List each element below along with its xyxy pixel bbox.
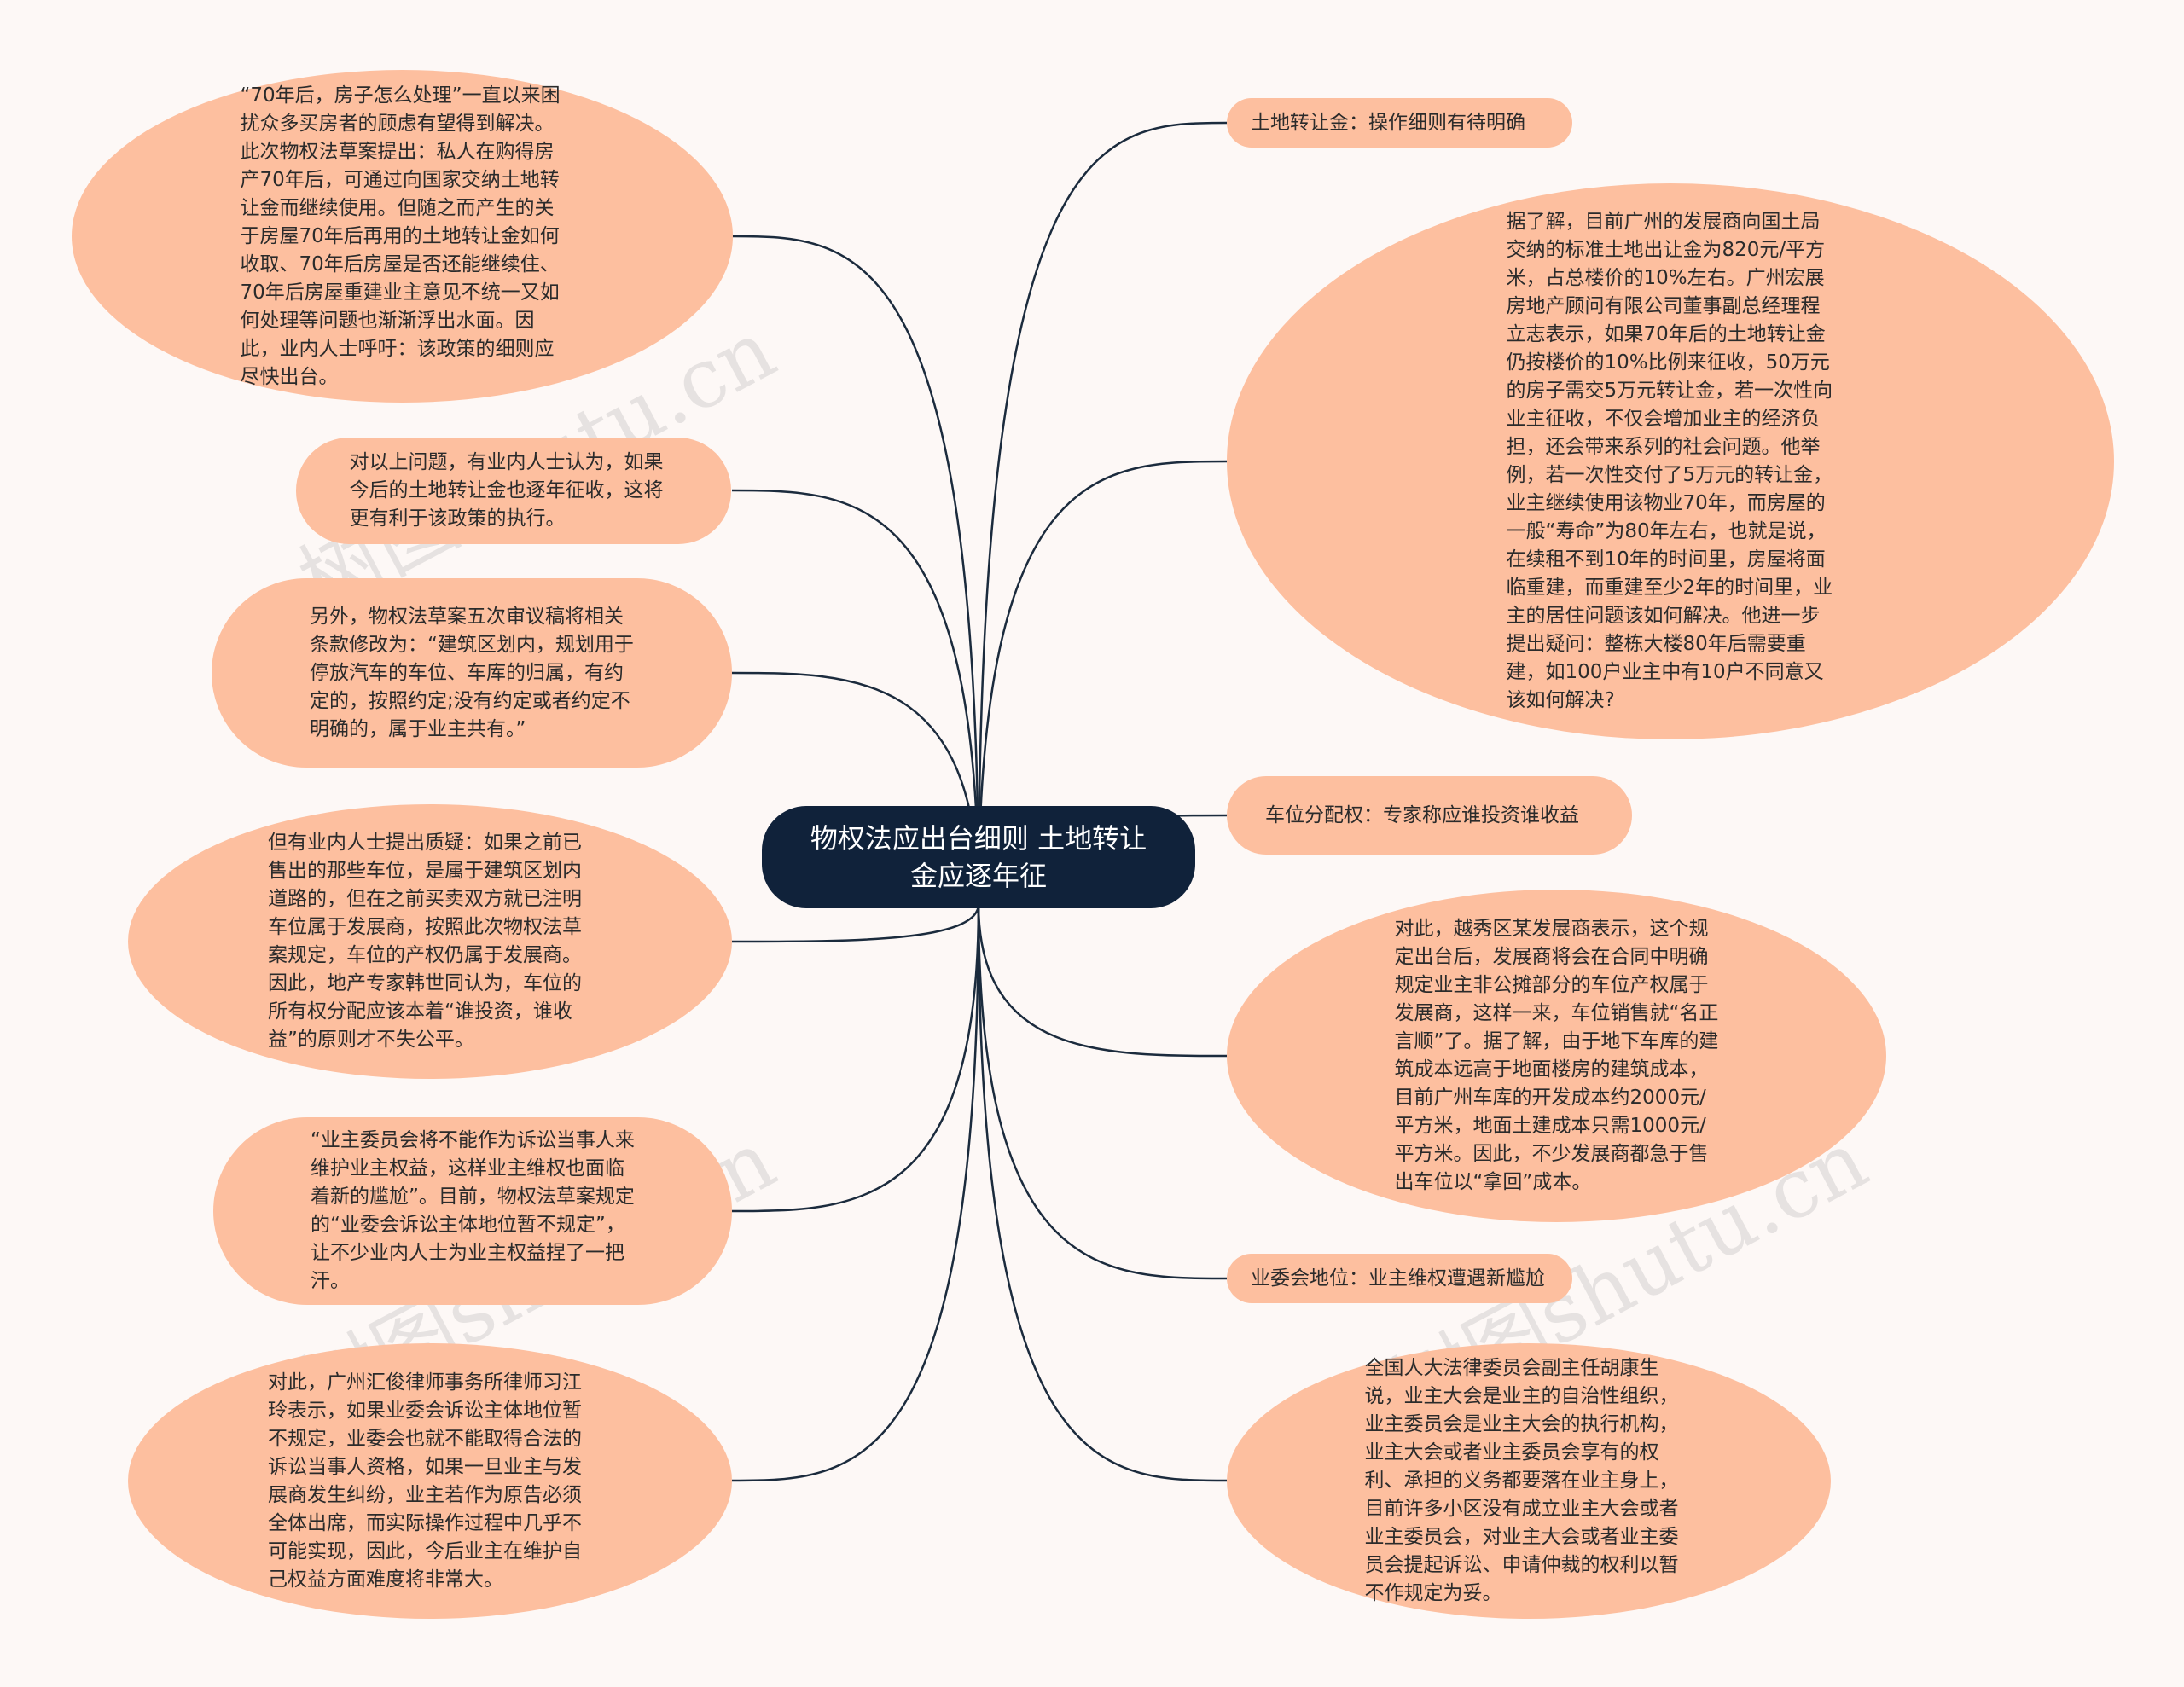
topic-node-label[interactable]: 车位分配权：专家称应谁投资谁收益 [1227,776,1632,855]
topic-text: 但有业内人士提出质疑：如果之前已售出的那些车位，是属于建筑区划内道路的，但在之前… [268,832,582,1051]
connector-line [731,903,980,1482]
topic-text: 对此，广州汇俊律师事务所律师习江玲表示，如果业委会诉讼主体地位暂不规定，业委会也… [268,1371,582,1591]
topic-text: 土地转让金：操作细则有待明确 [1251,111,1525,134]
topic-text: 全国人大法律委员会副主任胡康生说，业主大会是业主的自治性组织，业主委员会是业主大… [1364,1357,1679,1604]
topic-node[interactable]: 另外，物权法草案五次审议稿将相关条款修改为：“建筑区划内，规划用于停放汽车的车位… [212,578,732,768]
topic-text: 业委会地位：业主维权遭遇新尴尬 [1251,1267,1545,1290]
topic-node-label[interactable]: 土地转让金：操作细则有待明确 [1227,98,1572,148]
central-topic[interactable]: 物权法应出台细则 土地转让金应逐年征 [762,806,1195,908]
topic-node[interactable]: 据了解，目前广州的发展商向国土局交纳的标准土地出让金为820元/平方米，占总楼价… [1227,183,2114,739]
topic-text: 对此，越秀区某发展商表示，这个规定出台后，发展商将会在合同中明确规定业主非公摊部… [1394,918,1719,1193]
topic-text: 车位分配权：专家称应谁投资谁收益 [1265,803,1579,826]
connector-line [977,460,1228,905]
connector-line [731,489,980,905]
topic-node[interactable]: “业主委员会将不能作为诉讼当事人来维护业主权益，这样业主维权也面临着新的尴尬”。… [213,1117,732,1305]
connector-line [977,903,1228,1482]
topic-node[interactable]: 对此，越秀区某发展商表示，这个规定出台后，发展商将会在合同中明确规定业主非公摊部… [1227,890,1886,1222]
topic-node[interactable]: 但有业内人士提出质疑：如果之前已售出的那些车位，是属于建筑区划内道路的，但在之前… [128,804,732,1079]
topic-text: “70年后，房子怎么处理”一直以来困扰众多买房者的顾虑有望得到解决。此次物权法草… [240,84,561,388]
topic-node[interactable]: 对以上问题，有业内人士认为，如果今后的土地转让金也逐年征收，这将更有利于该政策的… [296,438,731,544]
connector-line [731,235,980,905]
topic-text: 据了解，目前广州的发展商向国土局交纳的标准土地出让金为820元/平方米，占总楼价… [1506,211,1833,711]
topic-text: “业主委员会将不能作为诉讼当事人来维护业主权益，这样业主维权也面临着新的尴尬”。… [311,1129,635,1292]
topic-node[interactable]: “70年后，房子怎么处理”一直以来困扰众多买房者的顾虑有望得到解决。此次物权法草… [72,70,733,403]
connector-line [977,903,1228,1058]
connector-line [977,903,1228,1280]
topic-node-label[interactable]: 业委会地位：业主维权遭遇新尴尬 [1227,1254,1572,1303]
topic-text: 对以上问题，有业内人士认为，如果今后的土地转让金也逐年征收，这将更有利于该政策的… [349,451,664,530]
central-topic-title: 物权法应出台细则 土地转让金应逐年征 [810,822,1147,892]
topic-node[interactable]: 全国人大法律委员会副主任胡康生说，业主大会是业主的自治性组织，业主委员会是业主大… [1227,1343,1831,1619]
connector-line [731,903,980,943]
topic-node[interactable]: 对此，广州汇俊律师事务所律师习江玲表示，如果业委会诉讼主体地位暂不规定，业委会也… [128,1343,732,1619]
connector-line [731,903,980,1213]
connector-line [977,121,1228,905]
topic-text: 另外，物权法草案五次审议稿将相关条款修改为：“建筑区划内，规划用于停放汽车的车位… [310,605,634,740]
